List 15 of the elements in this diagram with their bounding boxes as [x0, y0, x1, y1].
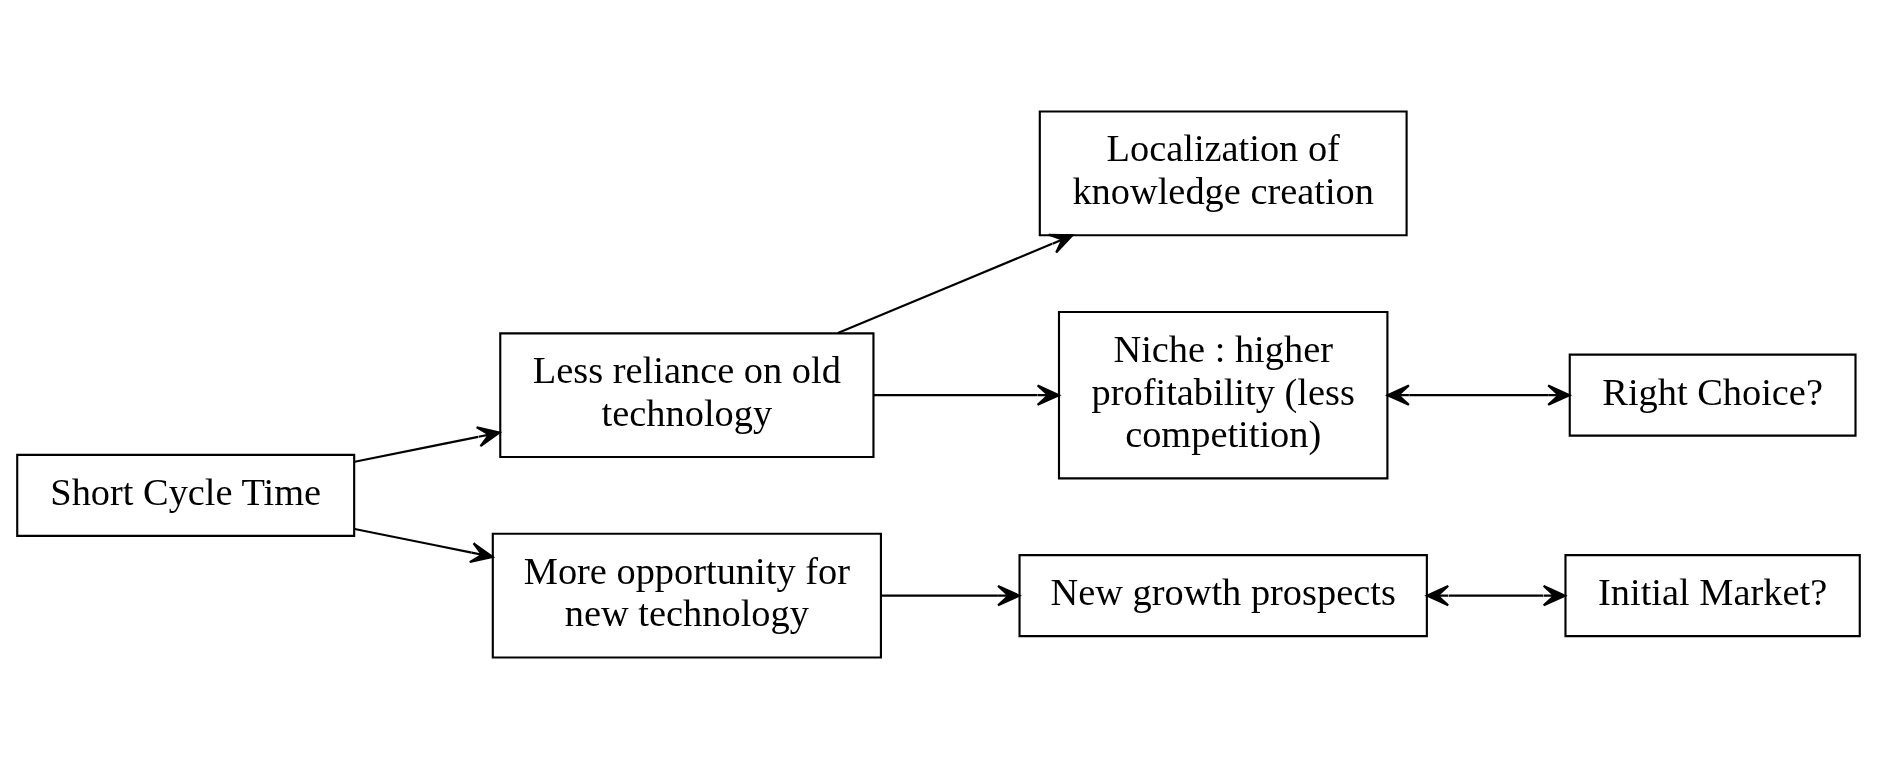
node-box: Niche : higher profitability (less competition): [1057, 310, 1389, 479]
node-box: More opportunity for new technology: [491, 532, 882, 659]
node-box: Initial Market?: [1564, 553, 1861, 637]
node-box: Short Cycle Time: [16, 453, 356, 537]
node-box: Right Choice?: [1568, 353, 1857, 437]
arrow: [1386, 384, 1571, 406]
arrow: [354, 425, 501, 463]
arrow: [881, 584, 1021, 606]
node-box: Less reliance on old technology: [499, 331, 875, 458]
arrow: [837, 233, 1074, 334]
arrow: [354, 527, 494, 563]
arrow: [1425, 584, 1567, 606]
node-box: New growth prospects: [1018, 553, 1428, 637]
arrow: [873, 384, 1061, 406]
node-box: Localization of knowledge creation: [1038, 109, 1408, 236]
